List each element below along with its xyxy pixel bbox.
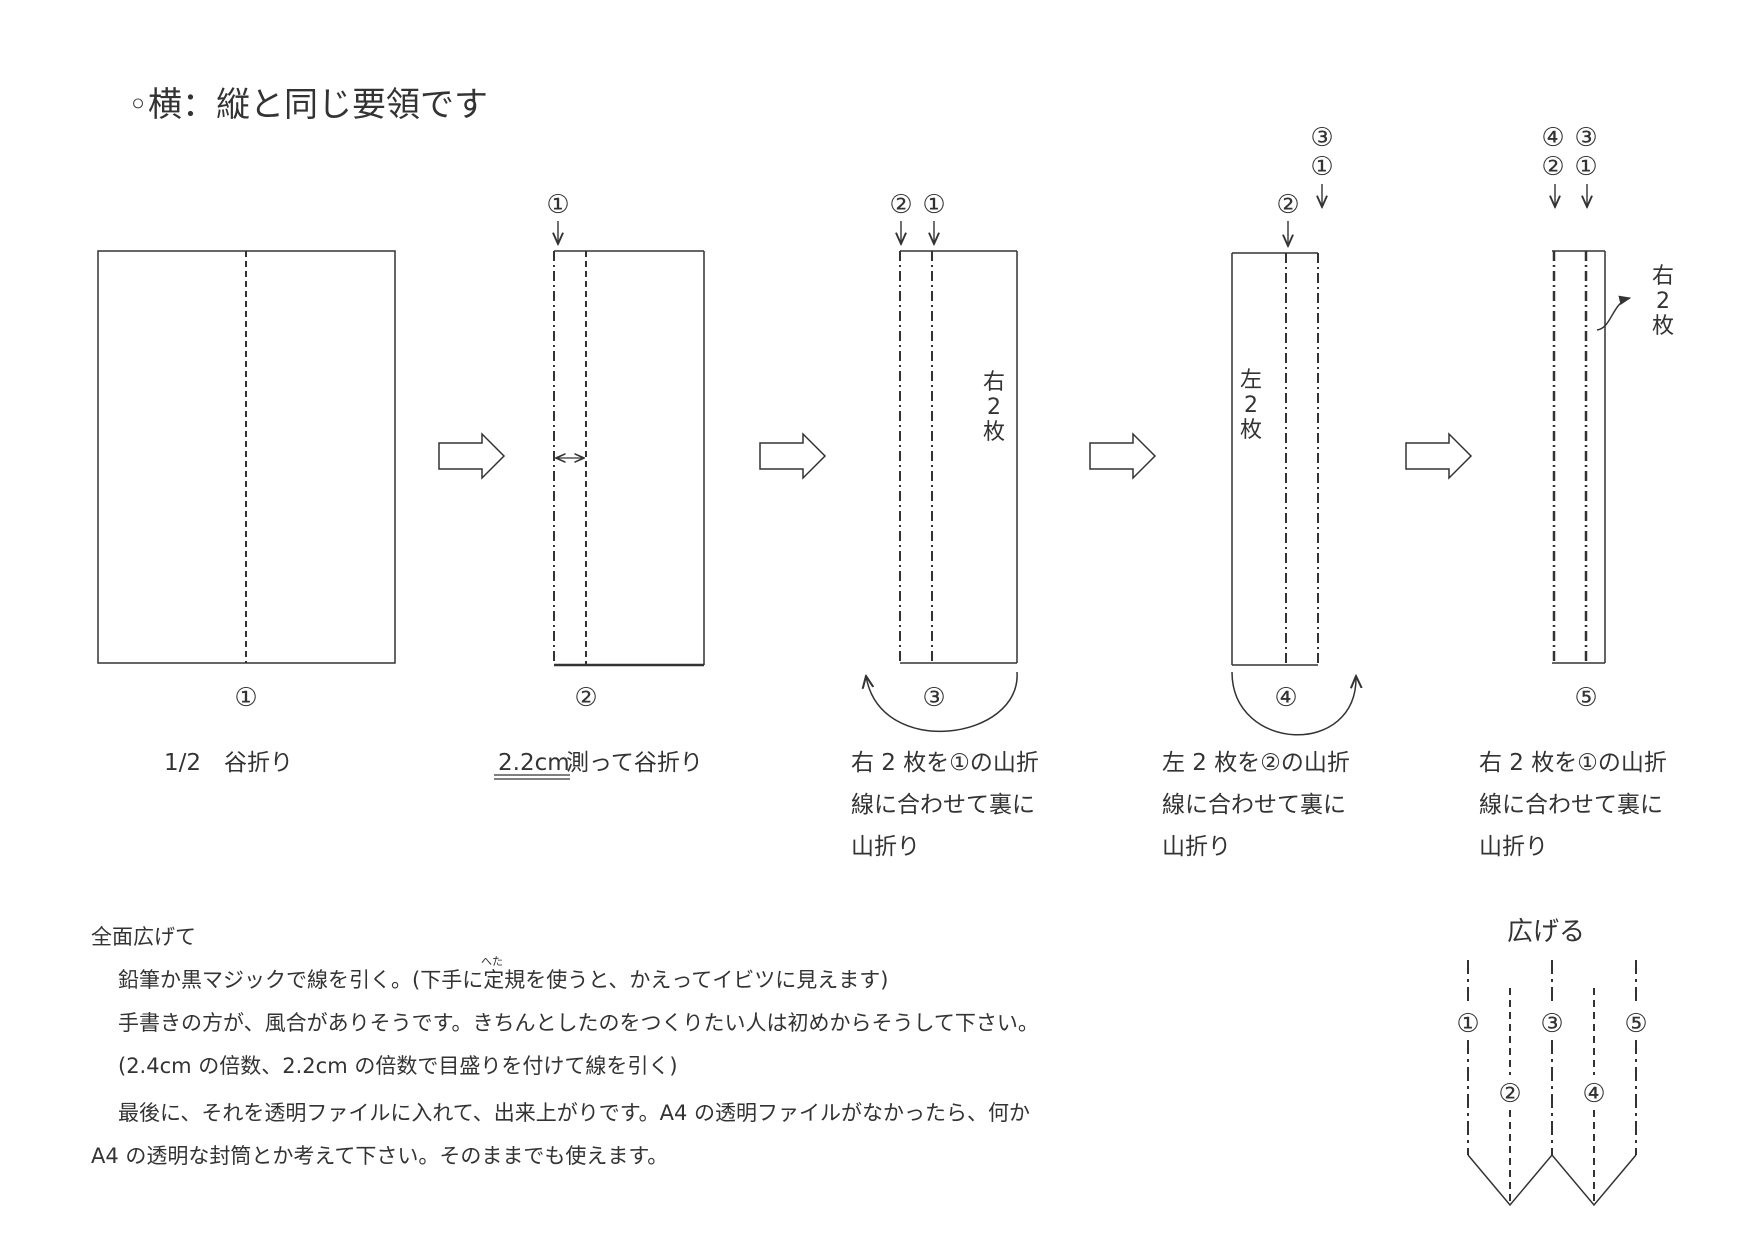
step-3-caption: 線に合わせて裏に xyxy=(851,792,1035,818)
unfold-label: ④ xyxy=(1582,1079,1605,1109)
side-label: 右 xyxy=(1652,264,1674,289)
note-line-2: 鉛筆か黒マジックで線を引く。(下手に定規を使うと、かえってイビツに見えます) xyxy=(118,968,889,992)
panel-5: ④ ③ ② ① 右 2 枚 ⑤ 右 2 枚を①の山折 線に合わせて裏に 山折り xyxy=(1479,123,1674,860)
heading: ◦横：縦と同じ要領です xyxy=(128,85,488,125)
fold-marker-label: ① xyxy=(922,190,945,220)
note-line-2-pre: 鉛筆か黒マジックで線を引く。( xyxy=(118,968,420,992)
step-1-caption: 1/2 谷折り xyxy=(164,750,293,776)
step-1-marker: ① xyxy=(234,683,257,713)
step-2-caption: 測って谷折り xyxy=(566,750,703,776)
step-5-marker: ⑤ xyxy=(1574,683,1597,713)
side-label: 左 xyxy=(1240,368,1262,393)
step-4-caption: 山折り xyxy=(1162,834,1231,860)
pointer-arrow xyxy=(1596,295,1632,331)
fold-back-arrow xyxy=(866,671,1018,733)
fold-marker-label: ② xyxy=(1541,152,1564,182)
step-3-marker: ③ xyxy=(922,683,945,713)
fold-marker-label: ① xyxy=(1310,152,1333,182)
notes: 全面広げて へた 鉛筆か黒マジックで線を引く。(下手に定規を使うと、かえってイビ… xyxy=(91,925,1039,1168)
step-3-caption: 山折り xyxy=(851,834,920,860)
step-5-caption: 右 2 枚を①の山折 xyxy=(1479,750,1667,776)
fold-marker-label: ④ xyxy=(1541,123,1564,153)
side-label: 2 xyxy=(1244,393,1258,418)
zigzag-edge xyxy=(1467,1153,1637,1207)
step-arrow-2 xyxy=(759,432,827,480)
note-line-2-ruby-base: 下手 xyxy=(420,968,462,992)
fold-marker-label: ① xyxy=(546,190,569,220)
side-label: 枚 xyxy=(1240,418,1262,443)
step-2-measure: 2.2cm xyxy=(498,750,570,776)
panel-3: ② ① 右 2 枚 ③ 右 2 枚を①の山折 線に合わせて裏に 山折り xyxy=(851,190,1039,860)
note-line-1: 全面広げて xyxy=(91,925,196,949)
side-label: 枚 xyxy=(983,420,1005,445)
side-label: 2 xyxy=(987,395,1001,420)
step-arrow-3 xyxy=(1089,432,1157,480)
note-line-6: A4 の透明な封筒とか考えて下さい。そのままでも使えます。 xyxy=(91,1144,668,1168)
step-4-caption: 線に合わせて裏に xyxy=(1162,792,1346,818)
unfold-diagram: 広げる ① ② ③ ④ ⑤ xyxy=(1456,917,1648,1207)
fold-marker-label: ② xyxy=(889,190,912,220)
side-label: 枚 xyxy=(1652,314,1674,339)
note-line-4: (2.4cm の倍数、2.2cm の倍数で目盛りを付けて線を引く) xyxy=(118,1054,678,1078)
step-5-caption: 山折り xyxy=(1479,834,1548,860)
panel-2: ① ② 2.2cm 測って谷折り xyxy=(494,190,705,780)
step-4-caption: 左 2 枚を②の山折 xyxy=(1162,750,1350,776)
unfold-title: 広げる xyxy=(1507,917,1585,947)
note-line-5: 最後に、それを透明ファイルに入れて、出来上がりです。A4 の透明ファイルがなかっ… xyxy=(118,1101,1030,1125)
note-line-3: 手書きの方が、風合がありそうです。きちんとしたのをつくりたい人は初めからそうして… xyxy=(118,1011,1039,1035)
note-ruby: へた xyxy=(481,955,503,968)
step-2-marker: ② xyxy=(574,683,597,713)
side-label: 2 xyxy=(1656,289,1670,314)
fold-marker-label: ① xyxy=(1574,152,1597,182)
step-arrow-1 xyxy=(438,432,506,480)
fold-marker-label: ③ xyxy=(1310,123,1333,153)
fold-back-arrow xyxy=(1231,671,1356,736)
fold-marker-label: ③ xyxy=(1574,123,1597,153)
unfold-label: ① xyxy=(1456,1009,1479,1039)
unfold-label: ③ xyxy=(1540,1009,1563,1039)
panel-4: ③ ① ② 左 2 枚 ④ 左 2 枚を②の山折 線に合わせて裏に 山折り xyxy=(1162,123,1356,860)
unfold-label: ⑤ xyxy=(1624,1009,1647,1039)
side-label: 右 xyxy=(983,370,1005,395)
fold-marker-label: ② xyxy=(1276,190,1299,220)
note-line-2-post: に定規を使うと、かえってイビツに見えます) xyxy=(462,968,888,992)
unfold-label: ② xyxy=(1498,1079,1521,1109)
panel-1: ① 1/2 谷折り xyxy=(97,250,396,776)
step-arrow-4 xyxy=(1405,432,1473,480)
step-3-caption: 右 2 枚を①の山折 xyxy=(851,750,1039,776)
step-5-caption: 線に合わせて裏に xyxy=(1479,792,1663,818)
step-4-marker: ④ xyxy=(1274,683,1297,713)
